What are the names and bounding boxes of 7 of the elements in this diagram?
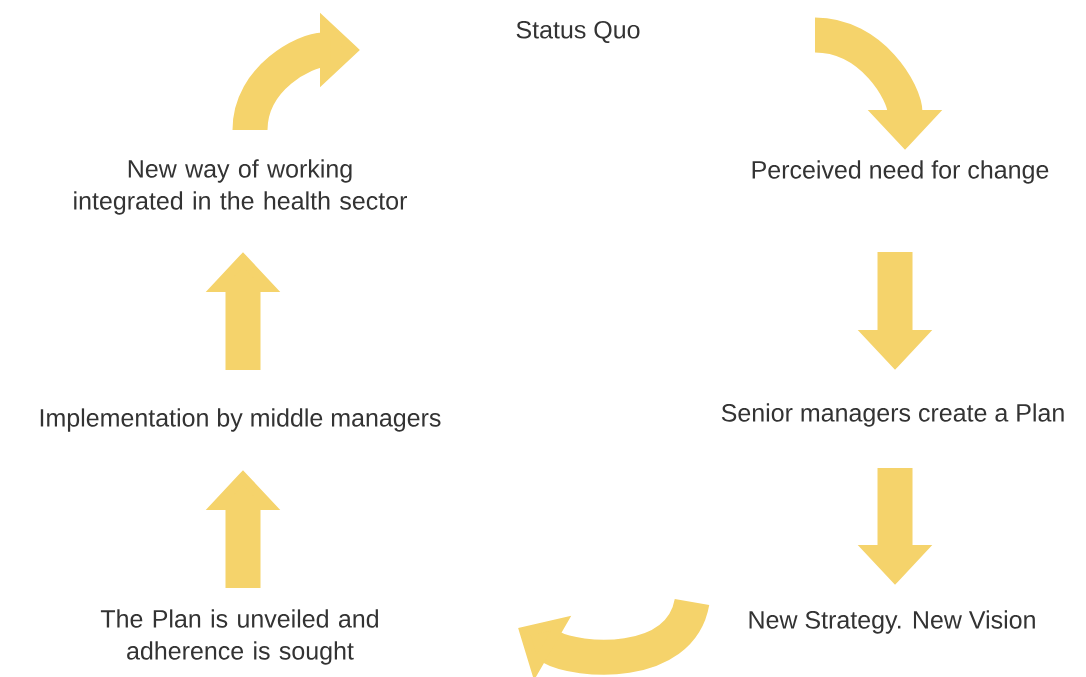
step-label: Perceived need for change xyxy=(752,160,1049,184)
step-label: New Strategy. New Vision xyxy=(749,610,1035,634)
step-label: New way of working integrated in the health sector xyxy=(74,159,407,215)
step-label: Senior managers create a Plan xyxy=(721,403,1064,427)
step-label: Implementation by middle managers xyxy=(40,408,441,432)
step-label: Status Quo xyxy=(516,20,640,44)
step-label: The Plan is unveiled and adherence is sought xyxy=(100,609,378,665)
